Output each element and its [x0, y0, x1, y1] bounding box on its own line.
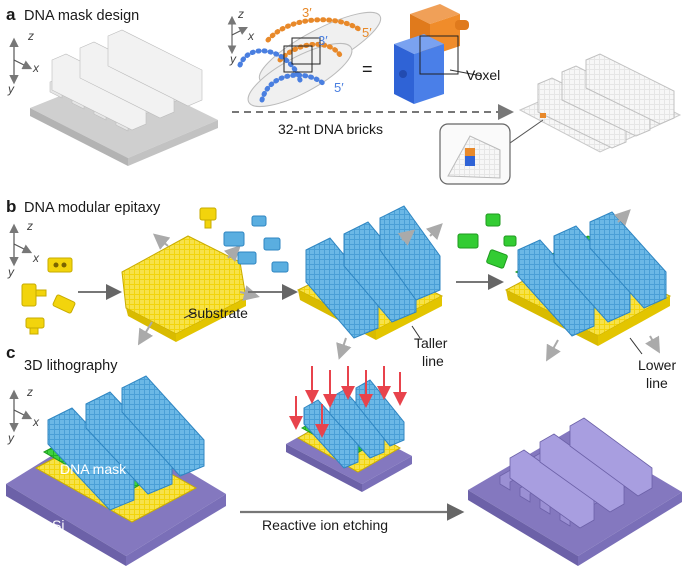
- panel-b-title: DNA modular epitaxy: [24, 200, 161, 216]
- lower-line-label-2: line: [646, 375, 668, 391]
- helix-axis-z: z: [237, 7, 244, 21]
- lower-line-label-1: Lower: [638, 357, 676, 373]
- axis-y: y: [7, 82, 15, 96]
- strand-label-top5: 5′: [362, 25, 372, 40]
- panel-b: b DNA modular epitaxy z x y: [6, 197, 676, 391]
- axis-x: x: [32, 61, 40, 75]
- equals-sign: =: [362, 59, 373, 79]
- dna-mask-label: DNA mask: [60, 461, 127, 477]
- b-axis-z: z: [26, 219, 33, 233]
- panel-c-title: 3D lithography: [24, 358, 118, 374]
- grey-design-structure: [30, 29, 218, 166]
- bricks-label: 32-nt DNA bricks: [278, 121, 383, 137]
- panel-a-title: DNA mask design: [24, 8, 139, 24]
- etched-silicon: [468, 417, 682, 566]
- substrate-label: Substrate: [188, 305, 248, 321]
- panel-a: a DNA mask design z x y: [6, 4, 682, 185]
- helix-axis-x: x: [247, 29, 255, 43]
- dna-helix-schematic: 3′ 5′ 3′ 5′ z x y: [227, 5, 382, 108]
- etching-arrows: [289, 366, 407, 438]
- taller-line-label-2: line: [422, 353, 444, 369]
- yellow-substrate: Substrate: [121, 233, 260, 346]
- c-axis-y: y: [7, 431, 15, 445]
- taller-lines-structure: Taller line: [296, 205, 448, 369]
- panel-b-axes: z x y: [7, 219, 40, 279]
- axis-z: z: [27, 29, 34, 43]
- b-axis-y: y: [7, 265, 15, 279]
- dna-brick-voxel: Voxel: [394, 4, 500, 104]
- panel-c: c 3D lithography z x y DNA mask Si: [6, 343, 682, 566]
- yellow-bricks: [21, 207, 217, 335]
- panel-c-axes: z x y: [7, 385, 40, 445]
- panel-b-letter: b: [6, 197, 16, 216]
- panel-a-letter: a: [6, 5, 16, 24]
- b-axis-x: x: [32, 251, 40, 265]
- panel-a-axes: z x y: [7, 29, 40, 96]
- c-axis-z: z: [26, 385, 33, 399]
- final-epitaxy-structure: Lower line: [504, 209, 676, 391]
- strand-label-top3: 3′: [302, 5, 312, 20]
- c-axis-x: x: [32, 415, 40, 429]
- etching-structure: [286, 379, 412, 492]
- voxelized-structure: [439, 53, 682, 185]
- helix-axis-y: y: [229, 52, 237, 66]
- etch-label: Reactive ion etching: [262, 517, 388, 533]
- strand-label-mid3: 3′: [318, 33, 328, 48]
- taller-line-label-1: Taller: [414, 335, 448, 351]
- panel-c-letter: c: [6, 343, 15, 362]
- voxel-label: Voxel: [466, 67, 500, 83]
- blue-bricks: [223, 215, 289, 273]
- strand-label-bot5: 5′: [334, 80, 344, 95]
- si-wafer-with-mask: DNA mask Si: [6, 375, 226, 566]
- si-label: Si: [52, 517, 64, 533]
